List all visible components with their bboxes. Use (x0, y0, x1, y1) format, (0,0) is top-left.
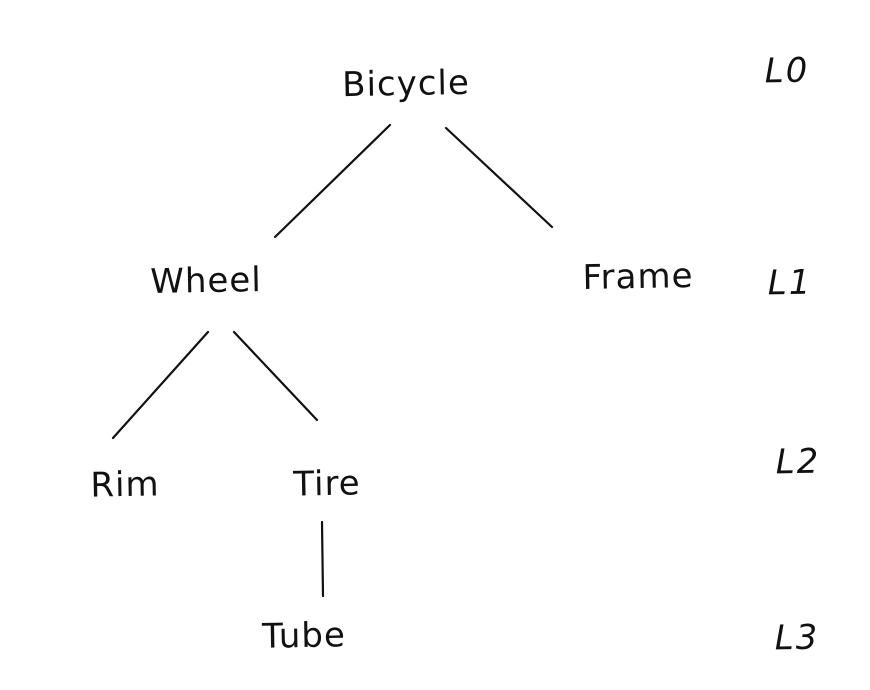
edge-bicycle-frame (444, 126, 554, 229)
level-label-l0: L0 (764, 50, 810, 92)
tree-node-tube: Tube (261, 615, 347, 657)
tree-node-rim: Rim (90, 464, 160, 506)
edge-wheel-tire (232, 330, 319, 422)
tree-node-bicycle: Bicycle (341, 62, 471, 106)
level-label-l3: L3 (774, 617, 820, 659)
level-label-l1: L1 (767, 262, 813, 304)
level-label-l2: L2 (775, 441, 821, 483)
edge-wheel-rim (111, 330, 210, 440)
tree-node-wheel: Wheel (149, 260, 263, 302)
edge-tire-tube (320, 520, 325, 598)
tree-node-frame: Frame (582, 256, 694, 298)
tree-node-tire: Tire (292, 463, 362, 505)
edge-bicycle-wheel (273, 123, 392, 239)
